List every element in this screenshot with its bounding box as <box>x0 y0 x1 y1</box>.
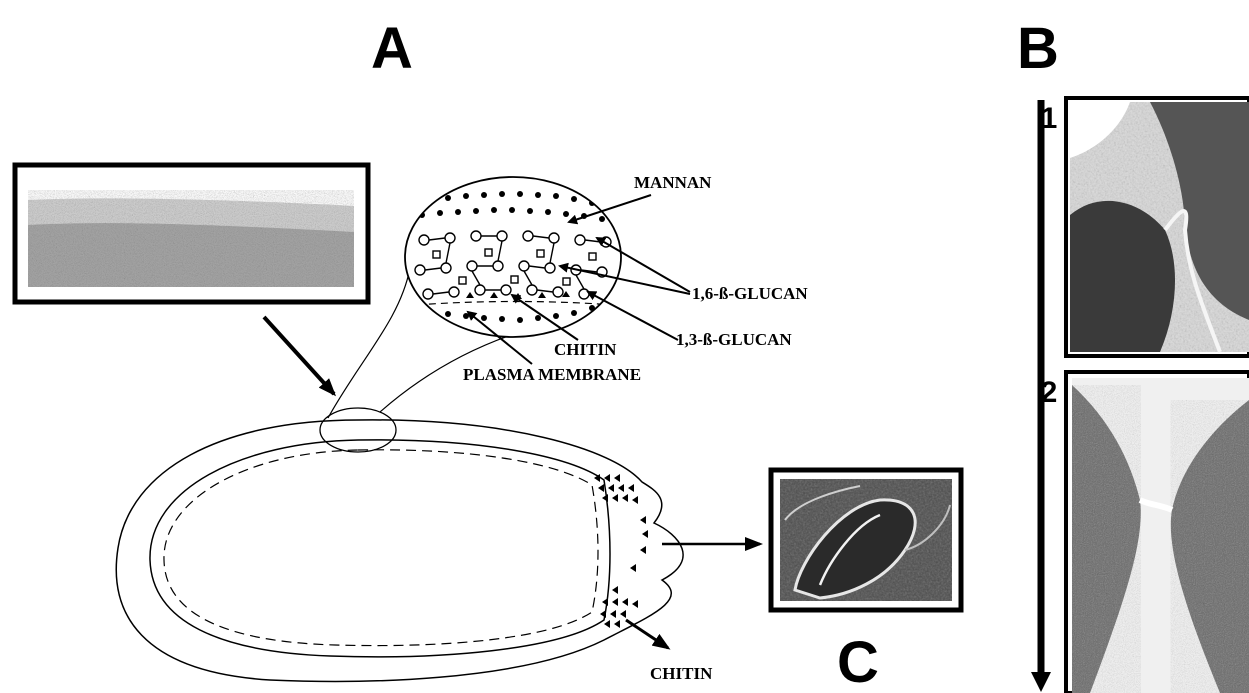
label-plasma-membrane: PLASMA MEMBRANE <box>463 365 641 384</box>
panel-b-micrograph-1 <box>1066 98 1249 356</box>
cell-wall-micrograph <box>15 165 368 302</box>
panel-label-c: C <box>837 630 879 693</box>
panel-b-micrograph-2 <box>1066 372 1249 693</box>
label-1-6-beta-glucan: 1,6-ß-GLUCAN <box>692 284 808 303</box>
arrow-chitin-septum <box>626 620 668 648</box>
panel-label-b: B <box>1017 16 1059 81</box>
micrograph-pointer-arrow <box>264 317 334 394</box>
wall-zoom-region <box>320 408 396 452</box>
sem-micrograph <box>771 470 961 610</box>
label-chitin-septum: CHITIN <box>650 664 713 683</box>
arrow-1-3-glucan <box>588 292 678 340</box>
cell-wall-schematic <box>405 177 625 337</box>
panel-b-axis-head <box>1031 672 1051 692</box>
panel-label-a: A <box>371 16 413 81</box>
label-mannan: MANNAN <box>634 173 712 192</box>
chitin-ring-markers <box>594 474 648 628</box>
yeast-cell <box>116 420 683 682</box>
label-1-3-beta-glucan: 1,3-ß-GLUCAN <box>676 330 792 349</box>
label-chitin-inset: CHITIN <box>554 340 617 359</box>
